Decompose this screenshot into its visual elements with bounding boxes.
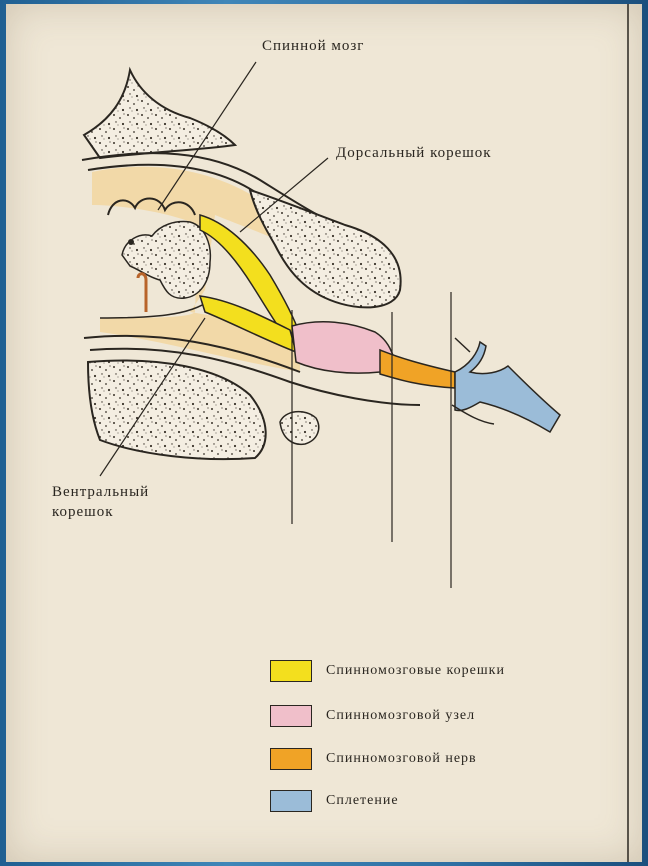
- label-dorsal-root: Дорсальный корешок: [336, 145, 492, 162]
- plexus: [455, 342, 560, 432]
- legend-label: Сплетение: [326, 793, 399, 809]
- plexus-branch-1: [455, 338, 470, 352]
- vertebral-body-bone: [88, 360, 266, 459]
- grey-matter: [122, 222, 210, 299]
- anterior-fissure: [138, 274, 146, 312]
- legend-label: Спинномозговой нерв: [326, 751, 477, 767]
- label-spinal-cord: Спинной мозг: [262, 38, 364, 55]
- legend-swatch-nerve: [270, 748, 312, 770]
- spinous-process-bone: [84, 70, 235, 158]
- legend-swatch-ganglion: [270, 705, 312, 727]
- legend-label: Спинномозговые корешки: [326, 663, 505, 679]
- legend-swatch-roots: [270, 660, 312, 682]
- central-canal: [128, 239, 134, 245]
- legend-swatch-plexus: [270, 790, 312, 812]
- transverse-foramen: [280, 412, 319, 445]
- label-ventral-root-line2: корешок: [52, 504, 114, 521]
- label-ventral-root-line1: Вентральный: [52, 484, 149, 501]
- legend-label: Спинномозговой узел: [326, 708, 475, 724]
- spinal-nerve: [380, 350, 455, 388]
